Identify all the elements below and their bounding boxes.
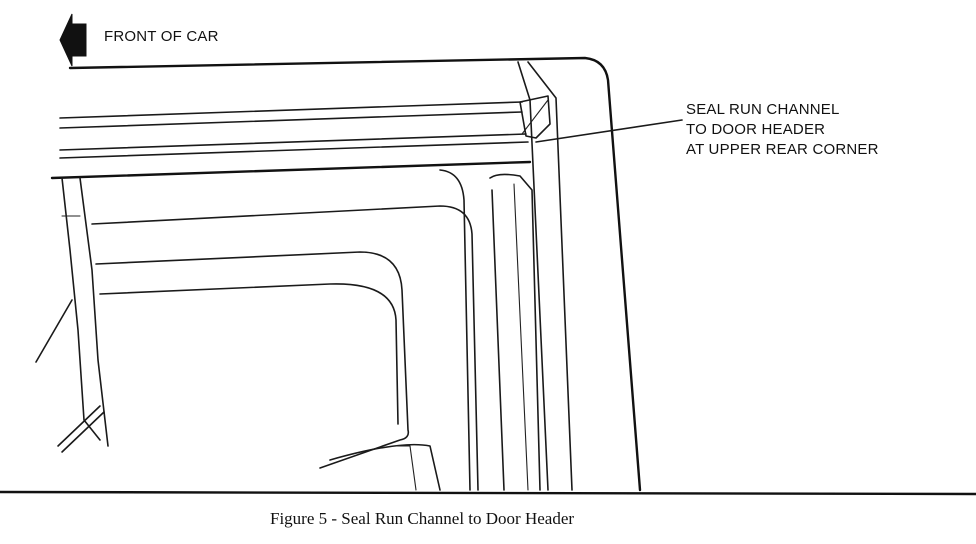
pillar-edge — [527, 61, 573, 491]
a-post-inner — [79, 177, 109, 447]
window-frame-inner-2 — [99, 283, 399, 425]
pillar-outline — [517, 61, 549, 491]
header-rail-3 — [59, 133, 527, 151]
front-arrow — [59, 13, 87, 67]
mirror-mount-1 — [35, 299, 73, 363]
roof-outline — [68, 56, 642, 492]
seal-channel-outer — [489, 173, 541, 491]
door-lower-panel — [395, 445, 417, 491]
seal-channel-inner — [491, 189, 505, 491]
header-rail-1 — [59, 101, 523, 119]
seal-channel-mid — [513, 183, 529, 491]
callout-line-2: TO DOOR HEADER — [686, 121, 825, 138]
seal-corner-diagonal — [521, 99, 549, 135]
header-rail-5 — [50, 160, 532, 180]
figure-caption: Figure 5 - Seal Run Channel to Door Head… — [270, 509, 574, 528]
door-glass-edge — [329, 443, 441, 491]
mirror-mount-2 — [57, 405, 101, 447]
callout-line-3: AT UPPER REAR CORNER — [686, 141, 879, 158]
figure-baseline — [0, 490, 976, 496]
callout-leader — [535, 119, 683, 143]
sash-vertical — [439, 169, 471, 491]
front-arrow-icon — [59, 13, 87, 67]
header-rail-2 — [59, 111, 523, 129]
header-rail-4 — [59, 141, 529, 159]
window-frame-inner — [95, 251, 410, 469]
front-of-car-label: FRONT OF CAR — [104, 28, 219, 45]
mirror-mount-3 — [61, 411, 105, 453]
callout-line-1: SEAL RUN CHANNEL — [686, 101, 840, 118]
window-frame — [91, 205, 479, 491]
